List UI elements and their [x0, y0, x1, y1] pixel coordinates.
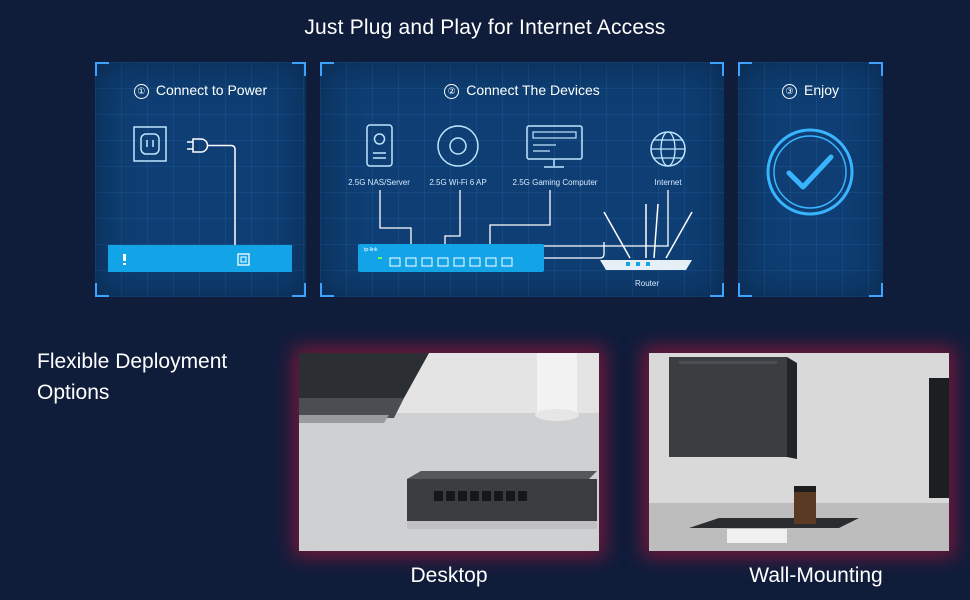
checkmark-icon	[766, 128, 854, 216]
desktop-scene	[299, 353, 599, 551]
switch-ports	[378, 257, 513, 267]
wall-mount-caption: Wall-Mounting	[749, 564, 883, 587]
power-plug-icon	[187, 138, 227, 153]
router-icon	[600, 203, 693, 270]
desktop-photo	[299, 353, 599, 551]
wall-outlet-icon	[133, 126, 167, 162]
device-label-nas: 2.5G NAS/Server	[348, 178, 410, 187]
step-3-number: ③	[781, 84, 797, 99]
power-port-icon	[237, 253, 250, 266]
access-point-icon	[437, 125, 479, 167]
device-label-internet: Internet	[654, 178, 682, 187]
device-label-computer: 2.5G Gaming Computer	[512, 178, 598, 187]
network-switch	[358, 244, 544, 272]
wall-mount-scene	[649, 353, 949, 551]
desktop-caption: Desktop	[410, 564, 488, 587]
device-label-ap: 2.5G Wi-Fi 6 AP	[429, 178, 487, 187]
router-label: Router	[634, 279, 660, 288]
router-uplink-cable	[544, 242, 605, 259]
power-cable	[227, 144, 236, 255]
step-2-number: ②	[444, 84, 460, 99]
nas-icon	[366, 124, 393, 167]
step-1-number: ①	[133, 84, 149, 99]
deployment-heading: Flexible Deployment Options	[37, 350, 228, 404]
wall-mount-photo	[649, 353, 949, 551]
headline: Just Plug and Play for Internet Access	[304, 16, 666, 39]
power-led-icon	[123, 254, 126, 265]
switch-rear-strip	[108, 245, 292, 272]
globe-icon	[650, 131, 686, 167]
switch-brand-logo: tp-link	[364, 247, 378, 253]
computer-icon	[526, 125, 583, 168]
